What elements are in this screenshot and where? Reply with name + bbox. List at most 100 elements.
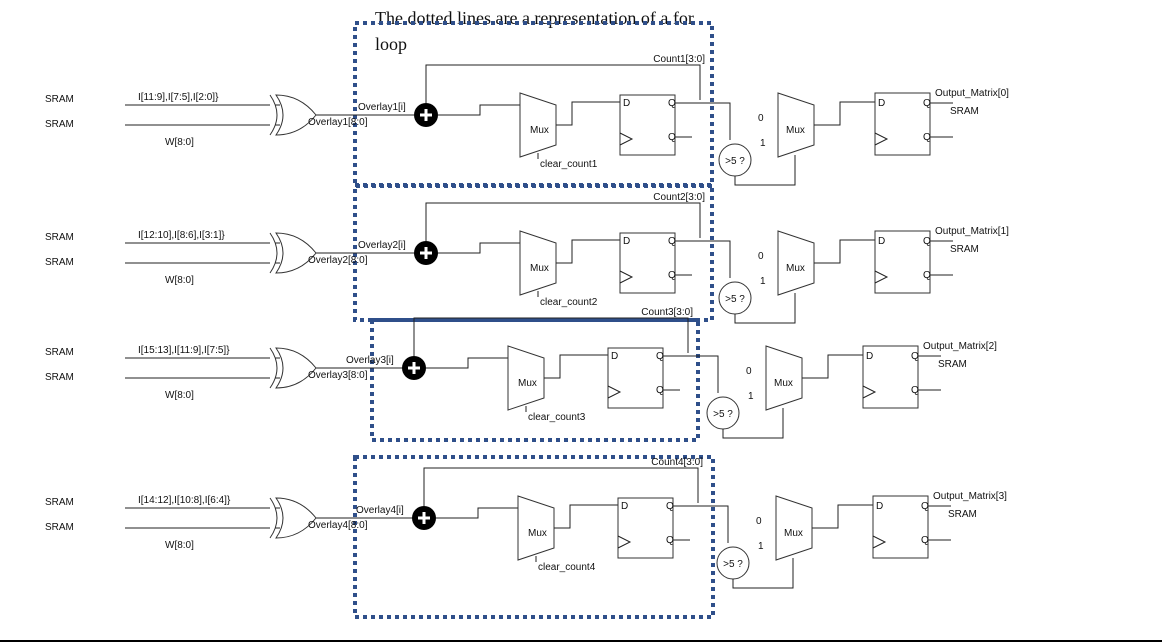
ff-1-qbar-label: Q — [656, 385, 664, 396]
adder-to-mux-wire — [438, 104, 522, 116]
compare-select-wire — [734, 155, 796, 186]
adder-to-mux-wire — [436, 507, 520, 519]
flip-flop-2 — [874, 92, 931, 156]
adder-input-label: Overlay2[i] — [358, 240, 406, 251]
plus-icon — [418, 512, 430, 524]
weight-bits-label: W[8:0] — [165, 137, 194, 148]
ff-2-out-wires — [918, 355, 941, 391]
compare-label: >5 ? — [723, 559, 743, 570]
mux-1 — [507, 345, 545, 411]
sram-input-label: SRAM — [45, 232, 74, 243]
count-label: Count4[3:0] — [651, 457, 703, 468]
ff-2-out-wires — [930, 102, 953, 138]
ff-2-qbar-label: Q — [923, 132, 931, 143]
ff-1-out-wires — [673, 505, 729, 543]
note-line-2: loop — [375, 34, 407, 54]
mux-2-one-label: 1 — [748, 391, 754, 402]
ff-2-out-wires — [930, 240, 953, 276]
for-loop-border — [353, 455, 715, 619]
stage-2: SRAM SRAM I[12:10],I[8:6],I[3:1]} W[8:0] Ove… — [45, 183, 1009, 324]
count-label: Count3[3:0] — [641, 307, 693, 318]
mux-2 — [777, 230, 815, 296]
ff-1-qbar-label: Q — [668, 132, 676, 143]
ff-1-qbar-label: Q — [666, 535, 674, 546]
mux-2-one-label: 1 — [760, 138, 766, 149]
clear-count-label: clear_count4 — [538, 562, 596, 573]
flip-flop-1 — [607, 347, 664, 409]
ff-2-q-label: Q — [921, 501, 929, 512]
plus-icon — [420, 247, 432, 259]
output-sram-label: SRAM — [948, 509, 977, 520]
weight-bits-label: W[8:0] — [165, 540, 194, 551]
adder-to-mux-wire — [426, 357, 510, 369]
adder-input-label: Overlay1[i] — [358, 102, 406, 113]
mux-2-zero-label: 0 — [758, 113, 764, 124]
ff-1-clock — [619, 270, 634, 284]
flip-flop-2 — [872, 495, 929, 559]
sram-weight-label: SRAM — [45, 372, 74, 383]
count-feedback-wire — [423, 467, 699, 506]
sram-weight-label: SRAM — [45, 119, 74, 130]
ff-2-d-label: D — [866, 351, 873, 362]
ff-1-qbar-label: Q — [668, 270, 676, 281]
count-feedback-wire — [425, 202, 701, 241]
flip-flop-1 — [617, 497, 674, 559]
ff-1-clock — [619, 132, 634, 146]
output-matrix-label: Output_Matrix[1] — [935, 226, 1009, 237]
ff-1-d-label: D — [623, 236, 630, 247]
adder-to-mux-wire — [438, 242, 522, 254]
ff-2-q-label: Q — [923, 98, 931, 109]
mux-2-label: Mux — [784, 528, 803, 539]
for-loop-border — [353, 183, 714, 322]
ff-1-q-label: Q — [656, 351, 664, 362]
sram-input-label: SRAM — [45, 94, 74, 105]
compare-label: >5 ? — [713, 409, 733, 420]
compare-select-wire — [734, 293, 796, 324]
stage-1: SRAM SRAM I[11:9],I[7:5],I[2:0]} W[8:0] Over… — [45, 21, 1009, 188]
clear-count-label: clear_count2 — [540, 297, 598, 308]
flip-flop-1 — [619, 232, 676, 294]
sram-weight-label: SRAM — [45, 522, 74, 533]
input-bits-label: I[11:9],I[7:5],I[2:0]} — [138, 92, 219, 103]
clear-count-label: clear_count3 — [528, 412, 586, 423]
input-bits-label: I[12:10],I[8:6],I[3:1]} — [138, 230, 225, 241]
mux-2-label: Mux — [786, 125, 805, 136]
xor-output-label: Overlay2[8:0] — [308, 255, 368, 266]
mux-2 — [777, 92, 815, 158]
ff-2-q-label: Q — [911, 351, 919, 362]
mux-2 — [775, 495, 813, 561]
output-matrix-label: Output_Matrix[2] — [923, 341, 997, 352]
ff-1-q-label: Q — [666, 501, 674, 512]
mux-1-label: Mux — [528, 528, 547, 539]
mux-2-label: Mux — [786, 263, 805, 274]
ff-1-d-label: D — [623, 98, 630, 109]
mux2-to-ff-wire — [802, 354, 863, 379]
input-bits-label: I[14:12],I[10:8],I[6:4]} — [138, 495, 231, 506]
plus-icon — [408, 362, 420, 374]
mux-to-ff-wire — [544, 354, 608, 379]
xor-output-label: Overlay1[8:0] — [308, 117, 368, 128]
mux-2 — [765, 345, 803, 411]
mux-to-ff-wire — [556, 101, 620, 126]
clear-count-label: clear_count1 — [540, 159, 598, 170]
xor-output-label: Overlay3[8:0] — [308, 370, 368, 381]
ff-1-d-label: D — [611, 351, 618, 362]
ff-1-clock — [617, 535, 632, 549]
mux-2-zero-label: 0 — [756, 516, 762, 527]
input-wires — [125, 104, 280, 126]
mux-1-label: Mux — [530, 125, 549, 136]
count-label: Count2[3:0] — [653, 192, 705, 203]
mux-2-one-label: 1 — [760, 276, 766, 287]
ff-2-d-label: D — [876, 501, 883, 512]
ff-2-d-label: D — [878, 98, 885, 109]
mux2-to-ff-wire — [812, 504, 873, 529]
weight-bits-label: W[8:0] — [165, 275, 194, 286]
ff-2-clock — [862, 385, 877, 399]
sram-weight-label: SRAM — [45, 257, 74, 268]
mux2-to-ff-wire — [814, 101, 875, 126]
xor-output-label: Overlay4[8:0] — [308, 520, 368, 531]
mux-2-zero-label: 0 — [758, 251, 764, 262]
mux-2-one-label: 1 — [758, 541, 764, 552]
stages: SRAM SRAM I[11:9],I[7:5],I[2:0]} W[8:0] Over… — [45, 21, 1009, 619]
